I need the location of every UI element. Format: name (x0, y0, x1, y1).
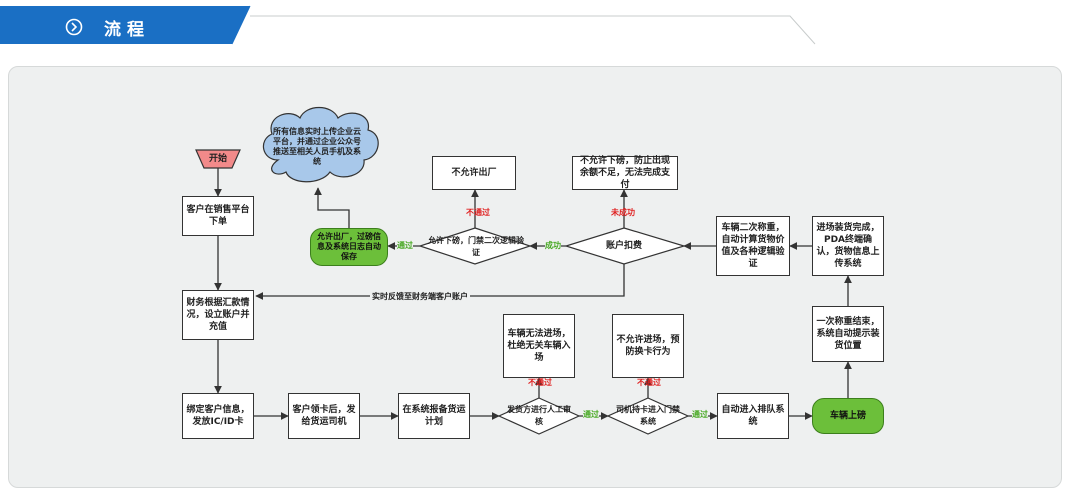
loading-node: 进场装货完成，PDA终端确认，货物信息上传系统 (812, 216, 884, 276)
header-tab (0, 5, 816, 45)
card-handover-node: 客户领卡后，发给货运司机 (288, 393, 360, 439)
allow-exit-node: 允许出厂，过磅信息及系统日志自动保存 (310, 228, 388, 266)
feedback-label: 实时反馈至财务端客户账户 (370, 292, 470, 302)
cloud-text: 所有信息实时上传企业云平台，并通过企业公众号推送至相关人员手机及系统 (273, 127, 361, 166)
queue-node: 自动进入排队系统 (717, 393, 789, 439)
page-title: 流程 (104, 20, 150, 40)
not-success-label: 未成功 (611, 208, 635, 217)
no-enter-node: 车辆无法进场，杜绝无关车辆入场 (503, 314, 575, 378)
finance-node: 财务根据汇款情况，设立账户并充值 (182, 290, 254, 340)
pass-label-logic: 通过 (397, 241, 413, 251)
start-node: 开始 (208, 154, 227, 164)
success-label: 成功 (545, 241, 561, 251)
report-plan-node: 在系统报备货运计划 (398, 393, 470, 439)
pass-label-review: 通过 (583, 410, 599, 420)
fail-label-review: 不通过 (528, 378, 552, 387)
weigh-on-node: 车辆上磅 (812, 398, 884, 434)
gate-diamond (606, 397, 690, 435)
fail-label-logic: 不通过 (466, 208, 490, 217)
logic-check-diamond (418, 227, 532, 265)
review-text: 发货方进行人工审核 (507, 405, 571, 426)
deduct-text: 账户扣费 (605, 241, 642, 251)
order-node: 客户在销售平台下单 (182, 196, 254, 236)
review-diamond (497, 397, 581, 435)
second-weigh-node: 车辆二次称重，自动计算货物价值及各种逻辑验证 (716, 216, 790, 276)
start-node-shape (195, 149, 241, 169)
no-leave-node: 不允许下磅，防止出现余额不足，无法完成支付 (572, 156, 678, 190)
chevron-circle-icon (65, 18, 83, 36)
deduct-diamond (563, 227, 687, 265)
no-exit-node: 不允许出厂 (432, 156, 516, 190)
gate-text: 司机持卡进入门禁系统 (616, 405, 680, 426)
fail-label-gate: 不通过 (637, 378, 661, 387)
first-weigh-node: 一次称重结束，系统自动提示装货位置 (812, 306, 884, 362)
logic-check-text: 允许下磅，门禁二次逻辑验证 (428, 236, 524, 257)
pass-label-gate: 通过 (692, 410, 708, 420)
no-entry-gate-node: 不允许进场，预防换卡行为 (612, 314, 684, 378)
cloud-shape (262, 106, 379, 183)
bind-card-node: 绑定客户信息，发放IC/ID卡 (182, 393, 254, 439)
